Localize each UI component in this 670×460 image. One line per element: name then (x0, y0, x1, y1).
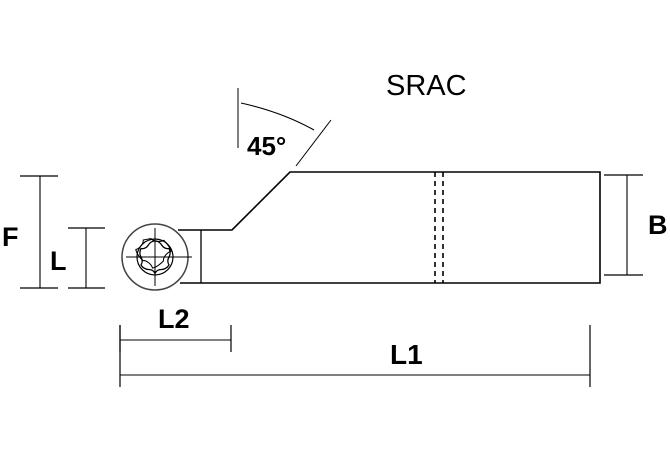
dimension-L: L (50, 227, 105, 289)
break-line-icon (434, 172, 444, 283)
angle-dimension-45: 45° (237, 88, 332, 167)
dimension-L-label: L (50, 246, 67, 276)
dimension-L2: L2 (119, 304, 232, 352)
dimension-B-label: B (648, 210, 668, 240)
dimension-B: B (604, 174, 668, 276)
dimension-F-label: F (2, 222, 19, 252)
dimension-F: F (2, 175, 58, 289)
dimension-L1: L1 (119, 325, 591, 387)
angle-label: 45° (247, 131, 286, 161)
centerline-crosshair-icon (126, 228, 192, 286)
tool-holder-body (178, 171, 601, 284)
torx-screw-icon (135, 237, 174, 276)
dimension-L2-label: L2 (158, 304, 190, 334)
dimension-L1-label: L1 (390, 339, 423, 370)
body-outline (178, 171, 601, 284)
page-title: SRAC (386, 70, 467, 102)
